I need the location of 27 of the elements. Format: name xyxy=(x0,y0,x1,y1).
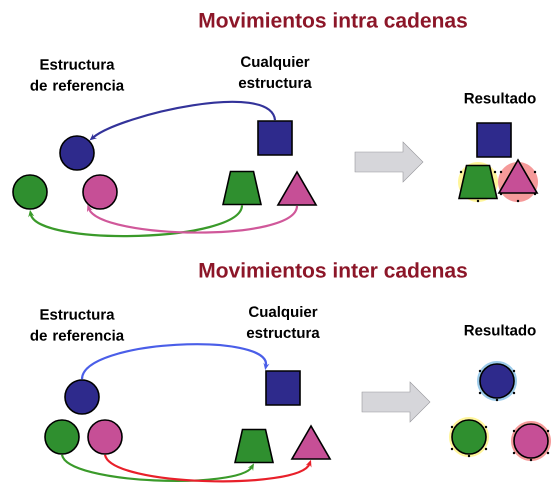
trapezoid-shape xyxy=(458,162,498,202)
label: Estructura de referencia xyxy=(30,59,124,91)
circle-shape xyxy=(64,379,100,415)
section-heading: Movimientos intra cadenas xyxy=(200,12,467,28)
label: Resultado xyxy=(464,324,536,336)
curved-arrow xyxy=(80,343,270,380)
label: Resultado xyxy=(464,92,536,104)
curved-arrow xyxy=(104,454,312,482)
section-heading: Movimientos inter cadenas xyxy=(200,262,467,278)
trapezoid-shape xyxy=(234,428,274,464)
circle-shape xyxy=(82,174,118,210)
square-shape xyxy=(265,370,301,406)
circle-shape xyxy=(87,419,123,455)
label: Cualquier estructura xyxy=(246,306,320,338)
label: Estructura de referencia xyxy=(30,309,124,341)
label: Cualquier estructura xyxy=(238,56,312,88)
square-shape xyxy=(257,120,293,156)
circle-shape xyxy=(477,361,517,402)
curved-arrow xyxy=(28,204,243,238)
circle-shape xyxy=(511,421,551,462)
trapezoid-shape xyxy=(222,170,262,206)
square-shape xyxy=(476,122,512,158)
circle-shape xyxy=(59,135,95,171)
curved-arrow xyxy=(61,454,254,482)
circle-shape xyxy=(449,417,489,458)
circle-shape xyxy=(12,174,48,210)
circle-shape xyxy=(44,419,80,455)
